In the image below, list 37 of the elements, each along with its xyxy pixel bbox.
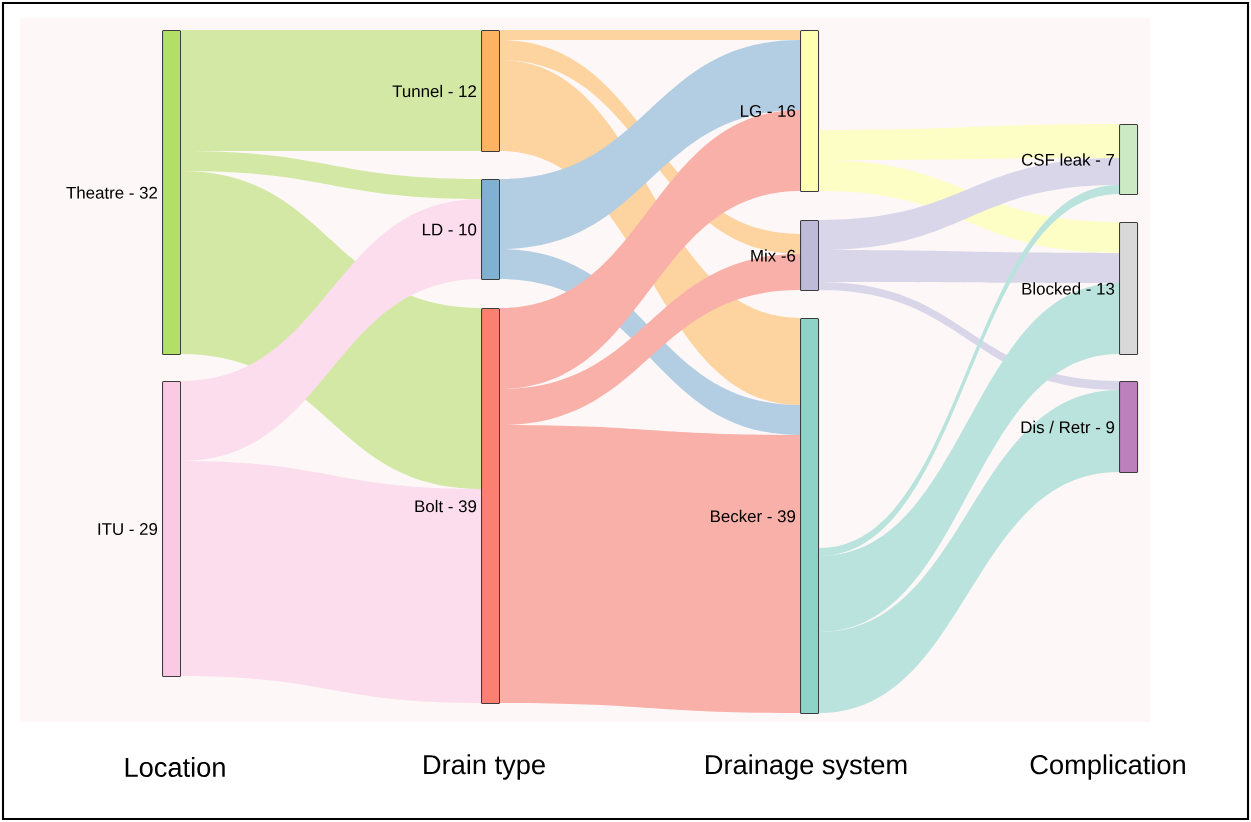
flow-band (819, 124, 1119, 160)
node-bar (800, 318, 820, 715)
node-label: Mix -6 (751, 249, 796, 262)
node-label: Bolt - 39 (415, 499, 477, 513)
column-heading: Drain type (424, 754, 545, 780)
node-label: Theatre - 32 (66, 186, 158, 199)
flow-band (500, 425, 800, 713)
flow-band (819, 185, 1119, 556)
flow-band (819, 283, 1119, 632)
flow-band (500, 30, 800, 40)
node-bar (481, 179, 501, 281)
flow-band (500, 110, 800, 389)
node-label: Becker - 39 (711, 509, 796, 523)
node-bar (1119, 381, 1139, 474)
node-bar (1119, 124, 1139, 196)
node-bar (162, 30, 182, 356)
column-heading: Complication (1030, 754, 1185, 780)
flow-band (181, 30, 481, 151)
node-label: CSF leak - 7 (1022, 153, 1115, 166)
node-bar (800, 220, 820, 292)
node-bar (481, 30, 501, 153)
node-label: Blocked - 13 (1022, 282, 1115, 295)
column-heading: Drainage system (706, 754, 907, 780)
node-label: Dis / Retr - 9 (1021, 420, 1115, 434)
node-label: Tunnel - 12 (392, 84, 477, 98)
node-label: LG - 16 (741, 105, 796, 117)
flow-band (181, 461, 481, 703)
node-bar (1119, 222, 1139, 356)
flow-band (181, 151, 481, 199)
node-label: LD - 10 (422, 223, 477, 236)
node-bar (800, 30, 820, 193)
node-bar (481, 308, 501, 705)
flow-band (181, 199, 481, 461)
column-heading: Location (125, 757, 225, 777)
node-bar (162, 381, 182, 678)
node-label: ITU - 29 (98, 523, 158, 535)
flow-band (819, 390, 1119, 713)
